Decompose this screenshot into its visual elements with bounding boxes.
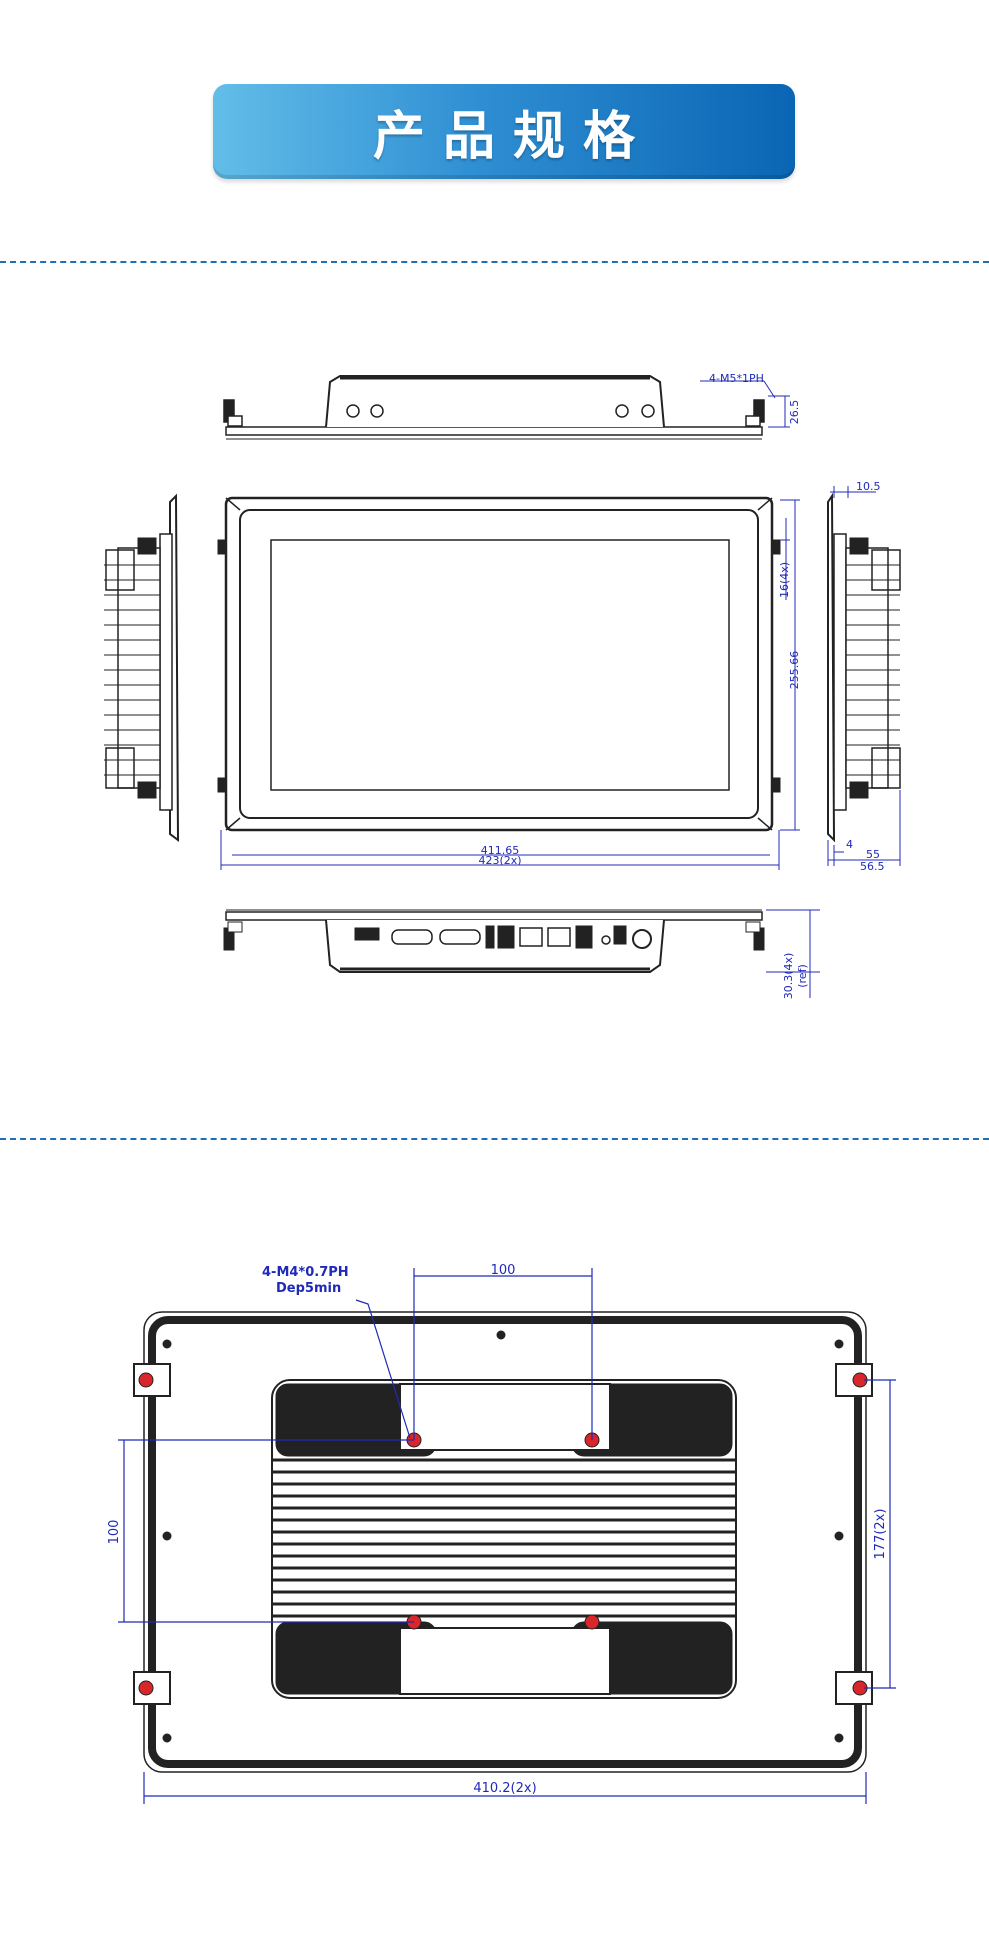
orthographic-views: 4-M5*1PH 26.5 10.5 16(4x) 255.66 411.65 …: [104, 372, 901, 1000]
section-title-banner: 产品规格: [213, 84, 795, 179]
divider-middle: [0, 1138, 989, 1140]
divider-top: [0, 261, 989, 263]
dim-top-mount: 4-M5*1PH: [709, 372, 764, 385]
top-view: [223, 375, 765, 440]
bottom-dimensions: [766, 909, 820, 998]
rear-dimensions: [118, 1268, 896, 1804]
section-title: 产品规格: [372, 107, 653, 167]
side-dimensions: [827, 486, 901, 866]
dim-vesa-vertical: 100: [107, 1520, 122, 1545]
dim-active-width: 411.65: [481, 844, 520, 857]
front-view: [217, 496, 781, 832]
dim-vesa-depth: Dep5min: [276, 1281, 341, 1296]
dim-height: 255.66: [788, 651, 801, 690]
dim-depth-total: 56.5: [860, 860, 885, 873]
top-dimensions: [700, 380, 790, 428]
dim-rear-width: 410.2(2x): [473, 1781, 536, 1796]
dim-hole-spacing: 16(4x): [778, 562, 791, 598]
right-side-view: [827, 492, 901, 843]
dim-bottom-height: 30.3(4x): [782, 953, 795, 1000]
dim-rear-height: 177(2x): [873, 1509, 888, 1560]
dim-vesa-horizontal: 100: [491, 1263, 516, 1278]
dim-bottom-ref: (ref): [796, 964, 809, 988]
dim-top-height: 26.5: [788, 400, 801, 425]
rear-view: [133, 1311, 873, 1773]
rear-view-drawing: 4-M4*0.7PH Dep5min 100 100 177(2x) 410.2…: [107, 1263, 896, 1804]
dim-depth: 55: [866, 848, 880, 861]
bottom-view: [223, 909, 765, 973]
dim-vesa-mount: 4-M4*0.7PH: [262, 1265, 349, 1280]
front-dimensions: [220, 499, 800, 870]
left-side-view: [104, 493, 180, 843]
dim-side-offset: 10.5: [856, 480, 881, 493]
dim-width: 423(2x): [478, 854, 521, 867]
dim-side-small: 4: [846, 838, 853, 851]
